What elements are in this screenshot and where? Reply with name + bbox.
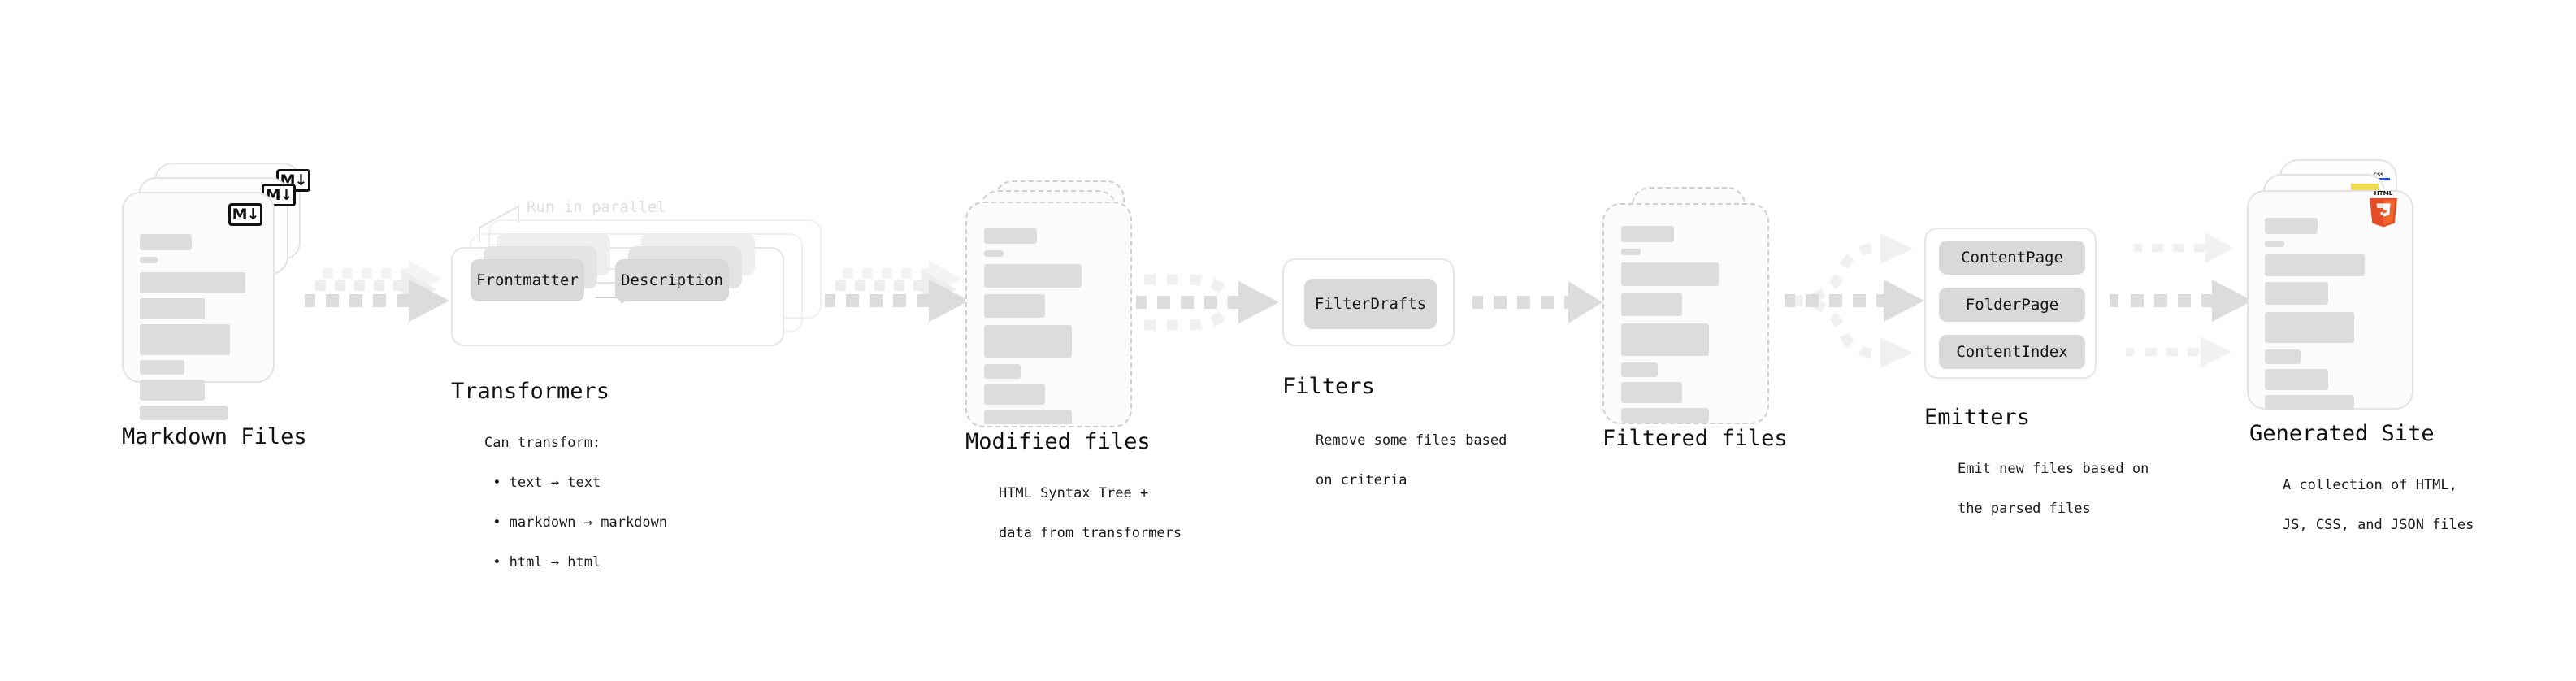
stage-description-emitters: Emit new files based on the parsed files [1924,439,2149,539]
stage-description-generated-site: A collection of HTML, JS, CSS, and JSON … [2249,455,2474,555]
skeleton-line [2265,282,2328,305]
markdown-icon: M↓ [228,203,262,226]
skeleton-line [1621,262,1719,286]
modified-desc-line-1: data from transformers [998,524,1182,541]
arrow-modified-to-filters [1136,268,1282,341]
stage-title-generated-site: Generated Site [2249,421,2435,446]
html5-icon: HTML [2370,189,2397,228]
svg-text:HTML: HTML [2374,189,2393,197]
skeleton-line [984,250,1004,257]
skeleton-line [984,384,1045,405]
site-desc-line-1: JS, CSS, and JSON files [2282,516,2474,533]
stage-title-filtered-files: Filtered files [1602,426,1788,451]
emitters-desc-line-1: the parsed files [1957,500,2091,517]
skeleton-line [984,325,1072,358]
filters-group: FilterDrafts [1282,258,1455,346]
emitters-desc-line-0: Emit new files based on [1957,460,2149,477]
site-desc-line-0: A collection of HTML, [2282,476,2457,493]
skeleton-line [1621,226,1674,242]
skeleton-line [1621,249,1641,255]
skeleton-line [984,294,1045,318]
stage-title-emitters: Emitters [1924,405,2031,430]
arrow-filtered-to-emitters [1785,233,1931,368]
arrow-markdown-to-transformers [305,260,451,341]
emitter-node-folderpage[interactable]: FolderPage [1939,288,2085,322]
filter-node-filterdrafts[interactable]: FilterDrafts [1304,279,1437,329]
transformer-node-frontmatter[interactable]: Frontmatter [471,259,584,301]
skeleton-line [1621,293,1682,316]
arrow-filters-to-filtered [1472,281,1602,341]
filters-desc-line-0: Remove some files based [1315,432,1507,449]
skeleton-line [2265,369,2328,390]
stage-title-transformers: Transformers [451,379,610,404]
skeleton-line [1621,362,1658,377]
modified-desc-line-0: HTML Syntax Tree + [998,484,1149,501]
skeleton-line [984,264,1082,288]
emitters-group: ContentPage FolderPage ContentIndex [1924,228,2097,379]
arrow-emitters-to-site [2110,232,2264,367]
skeleton-line [140,272,245,293]
skeleton-line [140,257,158,263]
stage-description-transformers: Can transform: • text → text • markdown … [451,413,667,593]
emitter-node-contentpage[interactable]: ContentPage [1939,241,2085,275]
skeleton-line [2265,254,2365,276]
skeleton-line [140,380,205,401]
stage-title-filters: Filters [1282,374,1375,399]
transformers-desc-line-3: • html → html [484,554,601,571]
skeleton-line [984,410,1072,424]
stage-title-markdown-files: Markdown Files [122,424,307,449]
transformers-desc-line-1: • text → text [484,474,601,491]
skeleton-line [140,324,230,355]
skeleton-line [2265,395,2354,410]
skeleton-line [2265,349,2301,364]
skeleton-line [140,360,184,375]
skeleton-line [1621,382,1682,403]
skeleton-line [984,228,1037,244]
skeleton-line [984,364,1021,379]
skeleton-line [140,406,228,420]
skeleton-line [140,234,192,250]
transformers-desc-line-0: Can transform: [484,434,601,451]
arrow-transformers-to-modified [825,260,971,341]
skeleton-line [1621,323,1709,356]
stage-description-filters: Remove some files based on criteria [1282,410,1507,510]
filtered-file-card-front [1602,203,1769,424]
run-in-parallel-label: Run in parallel [527,198,666,216]
modified-file-card-front [965,202,1132,427]
emitter-node-contentindex[interactable]: ContentIndex [1939,335,2085,369]
filters-desc-line-1: on criteria [1315,471,1407,488]
stage-title-modified-files: Modified files [965,429,1151,454]
skeleton-line [1621,408,1709,423]
skeleton-line [140,298,205,319]
transformer-node-description[interactable]: Description [615,259,729,301]
site-file-card-front: HTML [2247,189,2413,410]
skeleton-line [2265,218,2318,234]
stage-description-modified-files: HTML Syntax Tree + data from transformer… [965,463,1182,563]
markdown-file-card-front: M↓ [122,192,275,420]
skeleton-line [2265,241,2284,247]
transformers-desc-line-2: • markdown → markdown [484,514,668,531]
skeleton-line [2265,312,2354,343]
